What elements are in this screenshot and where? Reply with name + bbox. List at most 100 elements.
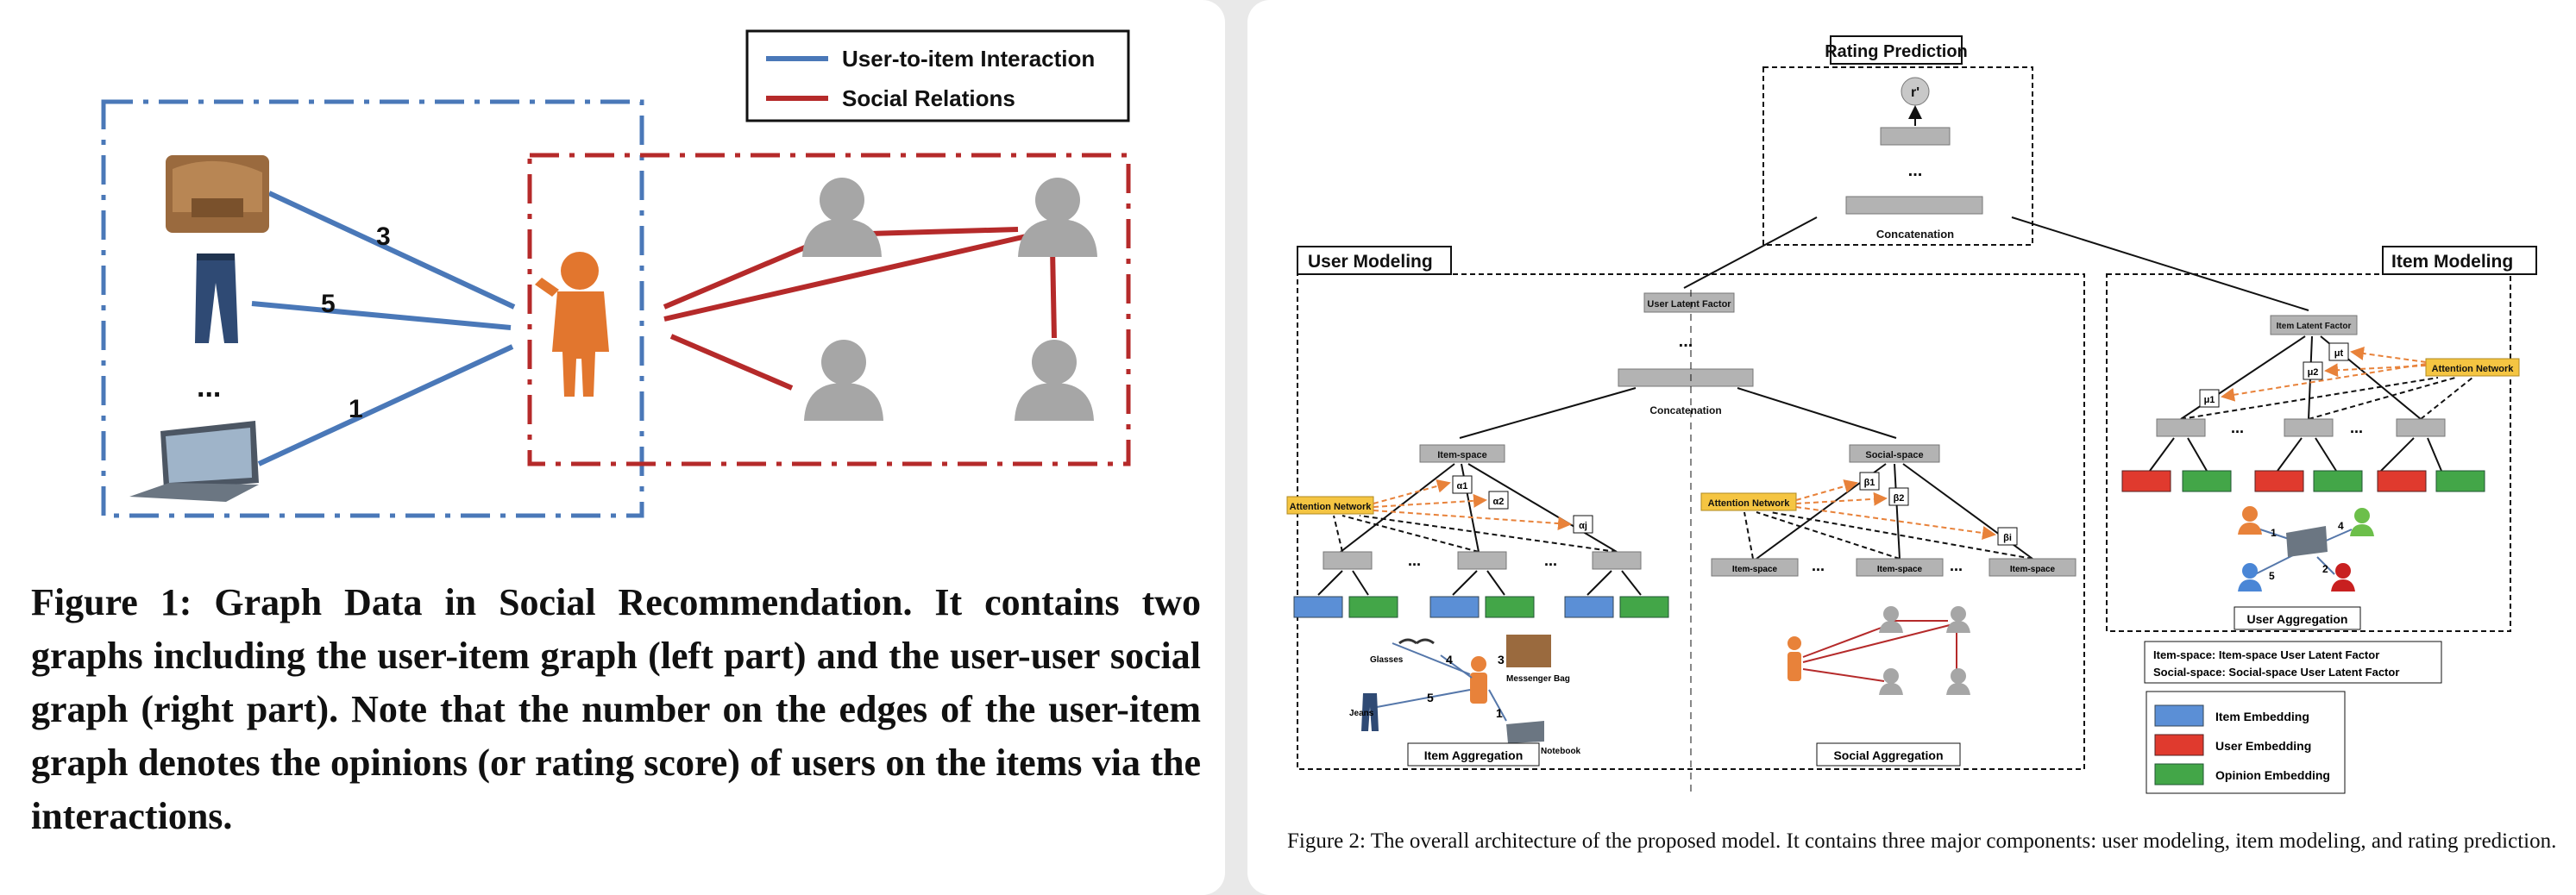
neighbor-item-space-1-label: Item-space bbox=[1732, 565, 1778, 574]
item-rating-1: 1 bbox=[1496, 706, 1503, 720]
alpha-j-box bbox=[1573, 515, 1593, 534]
user-icons-small bbox=[2238, 506, 2374, 591]
item-space-label: Item-space bbox=[1437, 450, 1486, 460]
social-friend-icons bbox=[1879, 606, 1970, 695]
item-opinion-layer-1 bbox=[1323, 551, 1373, 570]
neighbor-item-space-1 bbox=[1711, 558, 1799, 577]
social-space-note: Social-space: Social-space User Latent F… bbox=[2153, 666, 2399, 679]
user-rating-2: 2 bbox=[2322, 563, 2328, 575]
edge-laptop-user bbox=[257, 344, 514, 466]
edge-rating-5: 5 bbox=[321, 290, 336, 318]
user-to-concat-edge bbox=[1683, 216, 1818, 289]
user-attention-label-item: Attention Network bbox=[1290, 502, 1373, 512]
item-layers-ellipsis-1: ... bbox=[1408, 552, 1421, 569]
item-user-layer-t bbox=[2396, 418, 2446, 437]
item-latent-factor-label: Item Latent Factor bbox=[2277, 322, 2352, 331]
user-latent-factor-box bbox=[1643, 292, 1735, 313]
item-attention-network bbox=[2425, 358, 2520, 377]
edge-bag-user bbox=[267, 191, 516, 310]
item-layers-ellipsis-2: ... bbox=[1544, 552, 1557, 569]
user-latent-factor-label: User Latent Factor bbox=[1647, 299, 1731, 310]
item-opinion-layer-j bbox=[1592, 551, 1642, 570]
messenger-bag-icon bbox=[166, 155, 269, 233]
central-user-icon bbox=[535, 252, 609, 397]
jeans-label: Jeans bbox=[1349, 709, 1374, 718]
user-layers-ellipsis: ... bbox=[1679, 332, 1693, 351]
item-rating-3: 3 bbox=[1498, 653, 1505, 667]
user-concat-label: Concatenation bbox=[1649, 404, 1721, 416]
jeans-icon bbox=[195, 253, 238, 343]
user-rating-5: 5 bbox=[2269, 570, 2275, 582]
user-attention-network-item bbox=[1286, 496, 1374, 515]
item-opinion-layer-2 bbox=[1457, 551, 1507, 570]
prediction-layers-ellipsis: ... bbox=[1908, 161, 1923, 180]
user-rating-4: 4 bbox=[2338, 520, 2344, 532]
mu-1-label: μ1 bbox=[2204, 395, 2215, 405]
item-user-layer-2 bbox=[2284, 418, 2334, 437]
friend-icon-2 bbox=[1018, 178, 1097, 257]
social-aggregation-label: Social Aggregation bbox=[1833, 748, 1943, 762]
social-space-box bbox=[1849, 444, 1940, 463]
figure2-legend: Item Embedding User Embedding Opinion Em… bbox=[2146, 691, 2346, 794]
user-icon-social bbox=[1787, 636, 1801, 681]
legend-item-embedding-swatch bbox=[2154, 704, 2204, 727]
alpha-1-box bbox=[1452, 475, 1473, 494]
item-aggregation-graph: Glasses Messenger Bag Jeans Notebook 4 3… bbox=[1349, 635, 1581, 756]
beta-1-box bbox=[1859, 472, 1880, 491]
user-modeling-title: User Modeling bbox=[1308, 252, 1433, 272]
legend-box: User-to-item Interaction Social Relation… bbox=[745, 29, 1130, 122]
user-aggregation-label: User Aggregation bbox=[2247, 612, 2348, 626]
legend-user-embedding-label: User Embedding bbox=[2215, 739, 2311, 753]
mu-2-label: μ2 bbox=[2308, 367, 2319, 378]
item-to-concat-edge bbox=[2011, 216, 2309, 311]
figure2-panel: Rating Prediction r' ... Concatenation U… bbox=[1247, 0, 2576, 895]
alpha-2-box bbox=[1488, 491, 1509, 510]
legend-opinion-embedding-swatch bbox=[2154, 763, 2204, 785]
neighbor-item-space-i bbox=[1989, 558, 2077, 577]
figure1-graph: User-to-item Interaction Social Relation… bbox=[101, 29, 1131, 518]
prediction-concat-layer bbox=[1845, 196, 1983, 215]
neighbor-item-space-2 bbox=[1856, 558, 1944, 577]
user-attention-network-social bbox=[1700, 492, 1797, 511]
friend-icon-1 bbox=[802, 178, 882, 257]
edge-rating-3: 3 bbox=[376, 222, 391, 251]
item-user-layer-1 bbox=[2156, 418, 2206, 437]
social-layers-ellipsis-2: ... bbox=[1950, 557, 1963, 574]
social-layers-ellipsis-1: ... bbox=[1812, 557, 1825, 574]
jeans-icon-small bbox=[1361, 693, 1379, 731]
space-notes-box bbox=[2144, 641, 2442, 684]
item-attention-label: Attention Network bbox=[2432, 364, 2515, 374]
item-rating-4: 4 bbox=[1446, 653, 1453, 667]
item-modeling-ellipsis-1: ... bbox=[2231, 419, 2244, 436]
user-attention-label-social: Attention Network bbox=[1708, 498, 1791, 509]
laptop-icon bbox=[129, 421, 259, 502]
social-aggregation-box bbox=[1816, 742, 1961, 767]
social-space-label: Social-space bbox=[1865, 450, 1923, 460]
neighbor-item-space-i-label: Item-space bbox=[2010, 565, 2056, 574]
alpha-j-label: αj bbox=[1579, 521, 1587, 531]
social-aggregation-graph bbox=[1787, 606, 1970, 695]
legend-interaction-label: User-to-item Interaction bbox=[842, 46, 1095, 72]
figure1-caption: Figure 1: Graph Data in Social Recommend… bbox=[31, 581, 1201, 837]
user-item-graph-box bbox=[101, 99, 644, 518]
user-modeling-block: User Modeling User Latent Factor ... Con… bbox=[1286, 246, 2085, 792]
item-aggregation-box bbox=[1407, 742, 1540, 767]
item-modeling-title: Item Modeling bbox=[2391, 252, 2513, 272]
legend-social-label: Social Relations bbox=[842, 85, 1015, 111]
beta-i-label: βi bbox=[2003, 533, 2012, 543]
figure1-panel: User-to-item Interaction Social Relation… bbox=[0, 0, 1225, 895]
item-modeling-block: Item Modeling Item Latent Factor Attenti… bbox=[2106, 246, 2537, 632]
beta-2-box bbox=[1888, 487, 1909, 506]
notebook-icon-small bbox=[1506, 721, 1544, 743]
item-aggregation-label: Item Aggregation bbox=[1424, 748, 1524, 762]
item-rating-5: 5 bbox=[1427, 691, 1434, 704]
bag-label: Messenger Bag bbox=[1506, 674, 1570, 684]
figure2-caption: Figure 2: The overall architecture of th… bbox=[1287, 829, 2557, 853]
user-icon-small bbox=[1470, 656, 1487, 704]
item-latent-factor-box bbox=[2270, 315, 2358, 335]
friend-icon-4 bbox=[1015, 340, 1094, 421]
legend-item-embedding-label: Item Embedding bbox=[2215, 710, 2309, 723]
rating-output-label: r' bbox=[1911, 85, 1919, 100]
laptop-icon-small bbox=[2286, 526, 2328, 557]
rating-prediction-block: Rating Prediction r' ... Concatenation bbox=[1762, 35, 2033, 246]
